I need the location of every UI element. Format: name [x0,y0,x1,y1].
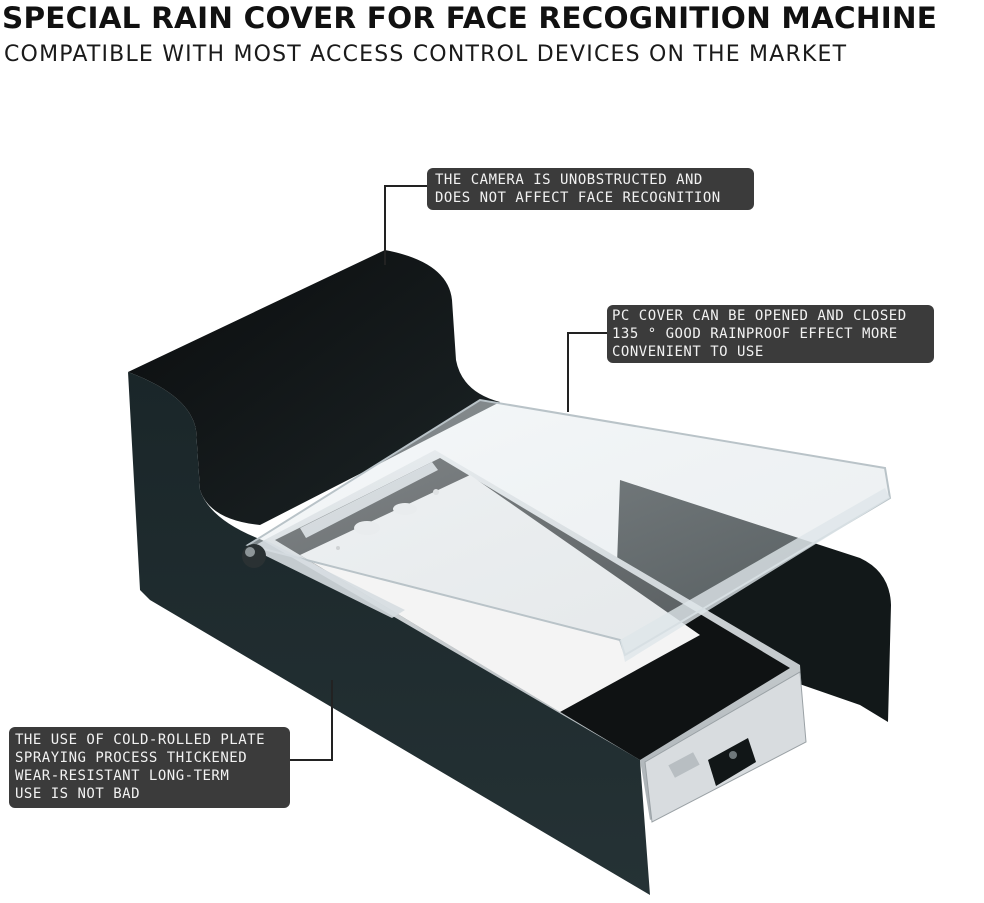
callout-plate-line-2: SPRAYING PROCESS THICKENED [15,750,248,766]
hinge-screw-icon [245,547,255,557]
callout-pc-cover: PC COVER CAN BE OPENED AND CLOSED 135 ° … [607,305,934,363]
hinge-icon [242,544,266,568]
callout-plate: THE USE OF COLD-ROLLED PLATE SPRAYING PR… [9,727,290,808]
callout-plate-line-1: THE USE OF COLD-ROLLED PLATE [15,732,266,748]
callout-pc-cover-line-1: PC COVER CAN BE OPENED AND CLOSED [612,308,907,324]
callout-camera: THE CAMERA IS UNOBSTRUCTED AND DOES NOT … [427,168,754,210]
pc-cover-edge [620,488,890,662]
housing-back-wall [128,250,500,525]
page-title: SPECIAL RAIN COVER FOR FACE RECOGNITION … [2,1,938,35]
callout-pc-cover-line-2: 135 ° GOOD RAINPROOF EFFECT MORE [612,326,898,342]
device-edge [644,671,807,823]
page-subtitle: COMPATIBLE WITH MOST ACCESS CONTROL DEVI… [4,42,848,67]
callout-pc-cover-line-3: CONVENIENT TO USE [612,344,764,360]
leader-line-plate [290,680,333,761]
leader-line-camera [384,185,427,265]
pc-cover-hinge-arm [250,540,405,618]
lock-screw-icon [729,751,737,759]
callout-plate-line-4: USE IS NOT BAD [15,786,141,802]
callout-camera-line-1: THE CAMERA IS UNOBSTRUCTED AND [435,172,703,188]
lock-clip [708,738,756,786]
speaker-grille [668,752,700,778]
callout-plate-line-3: WEAR-RESISTANT LONG-TERM [15,768,230,784]
leader-line-pc-cover [567,332,607,412]
housing-front-plate [128,372,650,895]
callout-camera-line-2: DOES NOT AFFECT FACE RECOGNITION [435,190,721,206]
